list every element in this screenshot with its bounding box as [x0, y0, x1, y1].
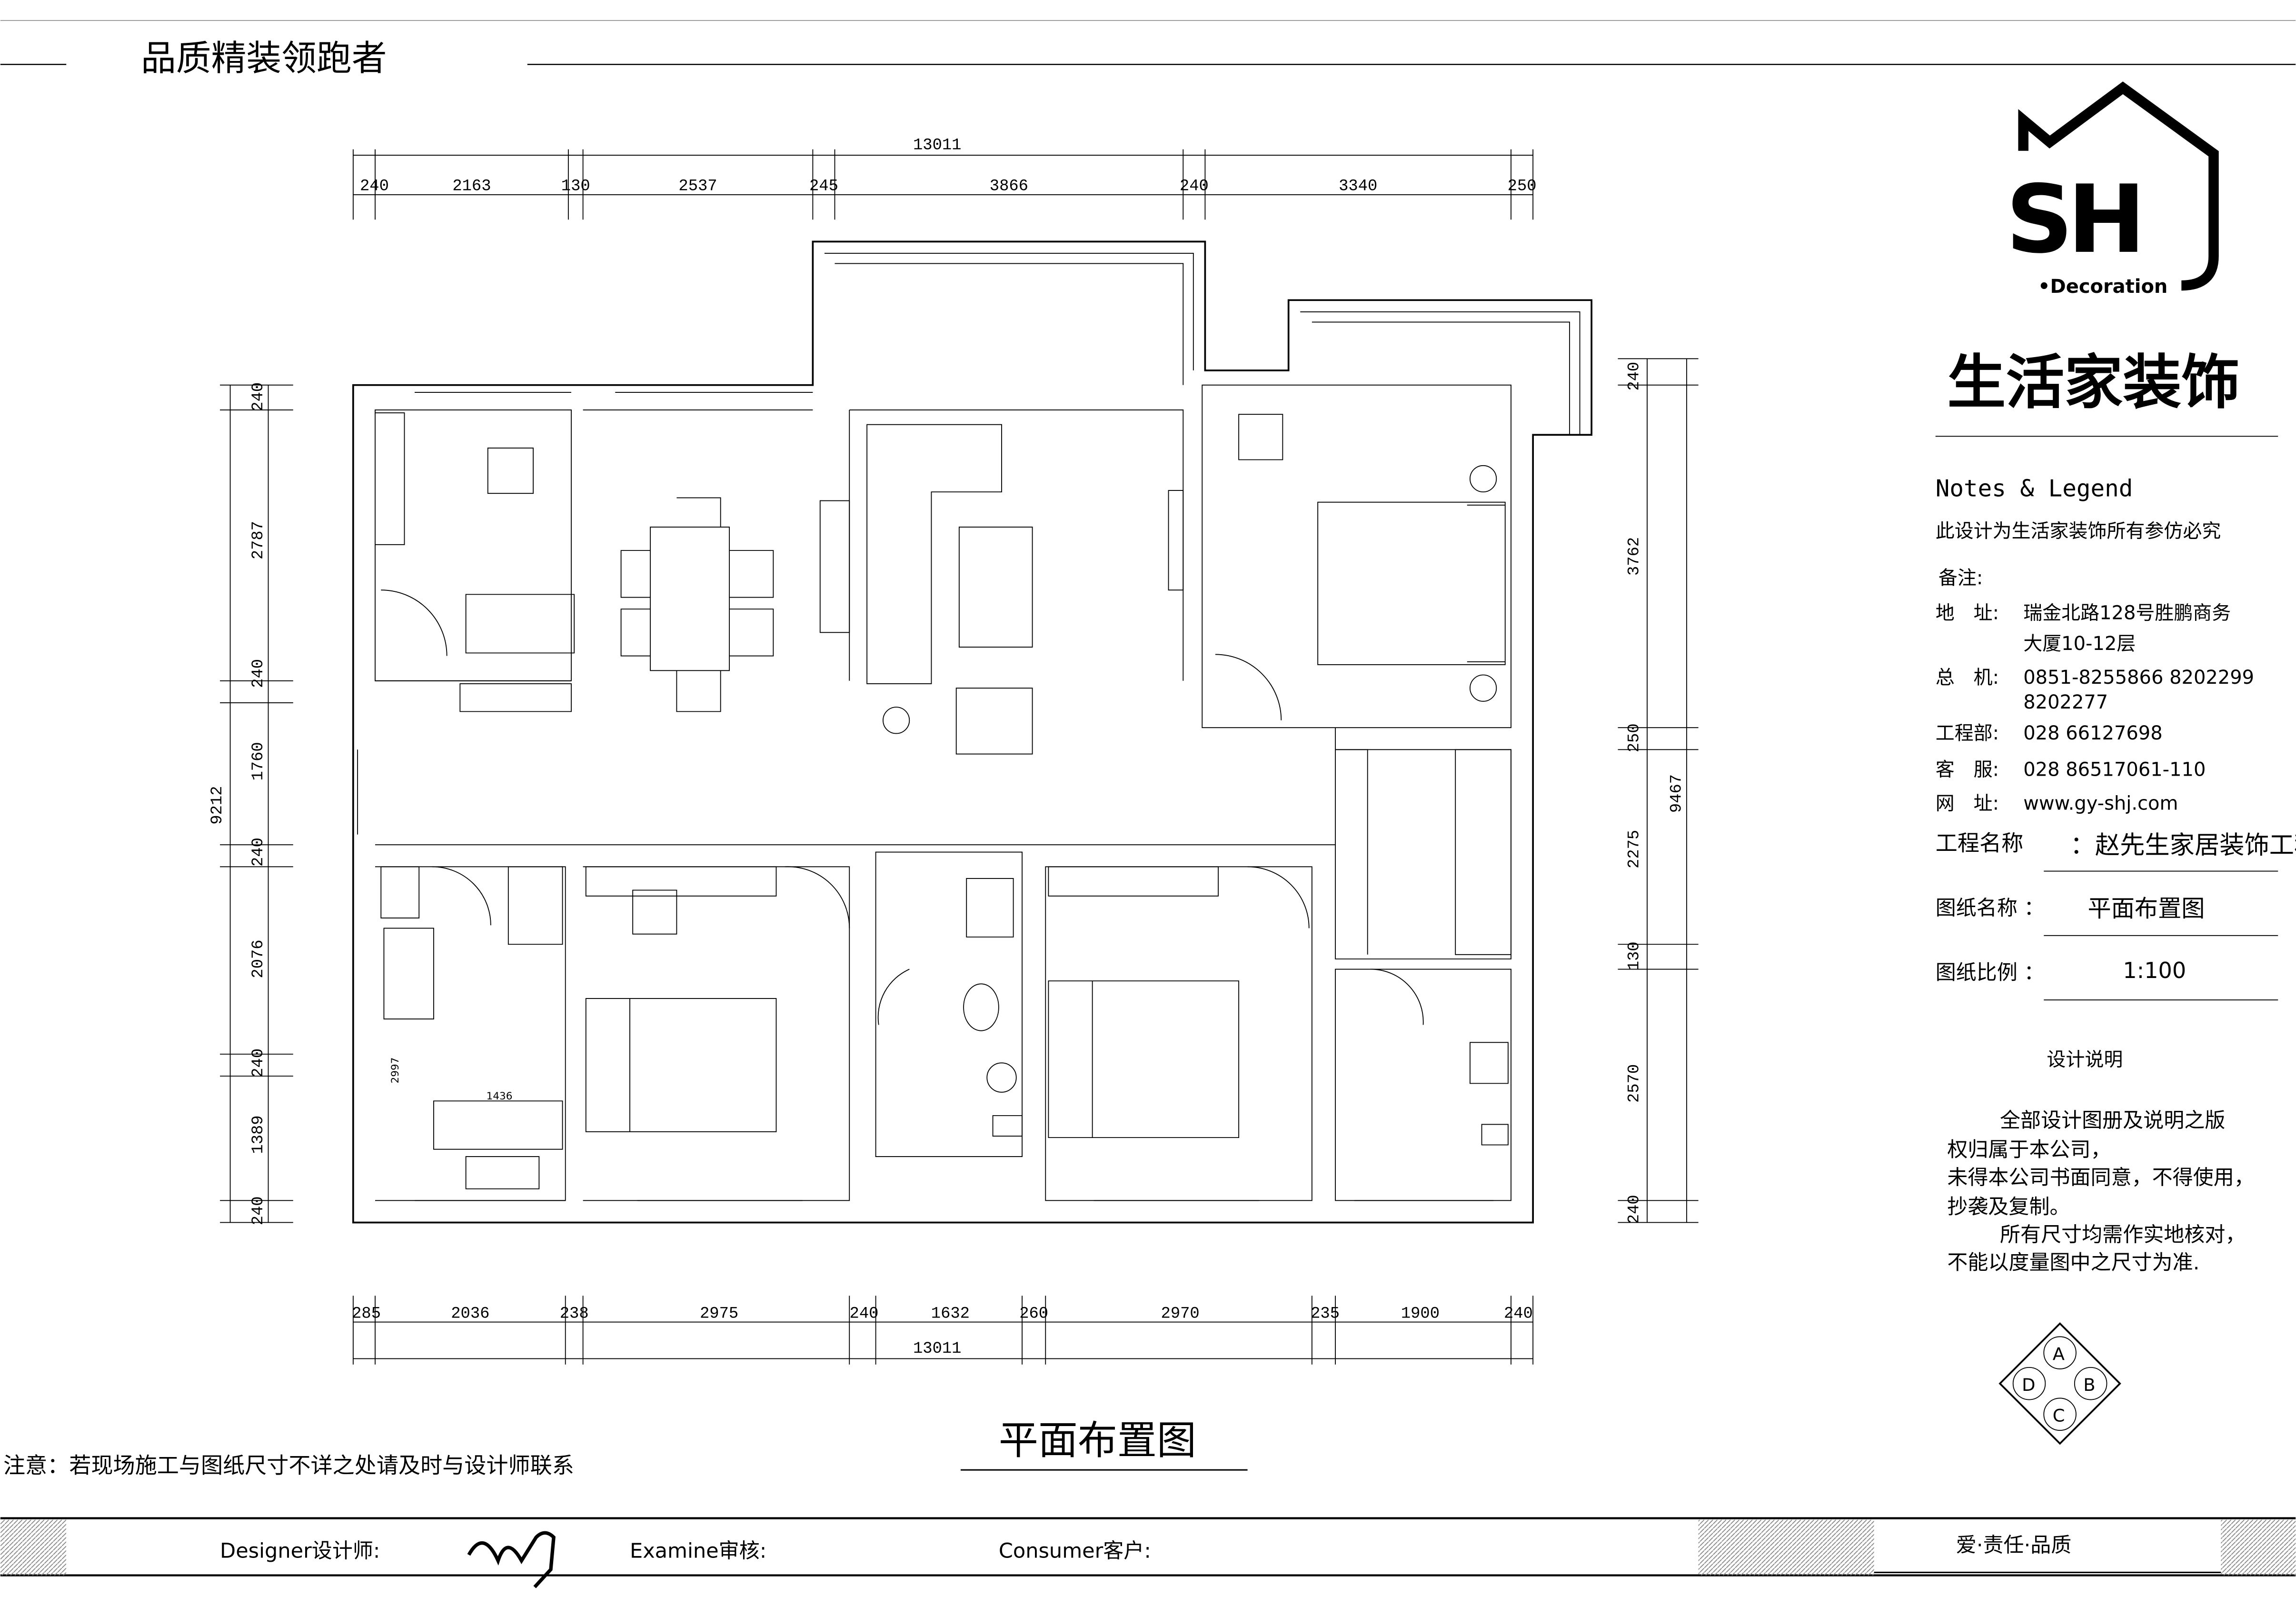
svg-text:工程名称: 工程名称 [1936, 830, 2023, 856]
svg-text:B: B [2083, 1375, 2095, 1395]
svg-text:www.gy-shj.com: www.gy-shj.com [2023, 792, 2178, 814]
dimension-label: 2076 [249, 939, 268, 978]
dimension-label: 240 [1504, 1305, 1533, 1323]
dimension-label: 285 [352, 1305, 381, 1323]
svg-text:地 址:: 地 址: [1936, 602, 1999, 624]
dimension-label: 240 [249, 382, 268, 411]
legend-panel: Notes & Legend 此设计为生活家装饰所有参仿必究 备注: 地 址: 瑞… [1936, 474, 2296, 1275]
slogan: 品质精装领跑者 [141, 39, 387, 79]
dimension-label: 1389 [249, 1115, 268, 1154]
dimension-label: 130 [1626, 941, 1644, 970]
dimension-label: 240 [1180, 178, 1209, 196]
brand-name: 生活家装饰 [1947, 349, 2240, 417]
dimension-label: 1760 [249, 742, 268, 780]
dimension-label: 240 [850, 1305, 879, 1323]
svg-text:所有尺寸均需作实地核对，: 所有尺寸均需作实地核对， [2000, 1223, 2246, 1247]
dimension-label: 2970 [1161, 1305, 1200, 1323]
dimension-label: 245 [809, 178, 838, 196]
dimension-label: 13011 [913, 137, 961, 155]
svg-text:C: C [2053, 1406, 2065, 1426]
plan-title: 平面布置图 [999, 1417, 1196, 1463]
svg-text:028 66127698: 028 66127698 [2023, 722, 2162, 744]
svg-text:设计说明: 设计说明 [2047, 1048, 2123, 1070]
svg-text:未得本公司书面同意，不得使用，: 未得本公司书面同意，不得使用， [1947, 1166, 2254, 1190]
svg-text:028 86517061-110: 028 86517061-110 [2023, 759, 2206, 781]
svg-text:•Decoration: •Decoration [2038, 276, 2167, 298]
dimension-label: 3340 [1339, 178, 1377, 196]
dimension-label: 9467 [1668, 774, 1686, 813]
svg-text:D: D [2022, 1375, 2035, 1395]
svg-text:客 服:: 客 服: [1936, 759, 1999, 781]
svg-text:总 机:: 总 机: [1936, 667, 1999, 689]
dimension-label: 2275 [1626, 830, 1644, 868]
dimension-label: 130 [561, 178, 590, 196]
svg-text:图纸名称 ：: 图纸名称 ： [1936, 897, 2045, 920]
dimension-label: 2787 [249, 521, 268, 559]
dimension-label: 13011 [913, 1340, 961, 1358]
dimension-label: 240 [249, 1048, 268, 1078]
dimension-label: 240 [249, 838, 268, 867]
svg-text:SH: SH [2006, 165, 2140, 274]
dimension-label: 238 [560, 1305, 589, 1323]
designer-label: Designer设计师: [220, 1539, 380, 1563]
dimension-label: 240 [249, 659, 268, 688]
svg-text:8202277: 8202277 [2023, 691, 2108, 713]
title-block: Designer设计师: Examine审核: Consumer客户: 爱·责任… [0, 1517, 2296, 1588]
designer-signature [467, 1531, 556, 1588]
dimension-label: 2975 [700, 1305, 738, 1323]
svg-text:抄袭及复制。: 抄袭及复制。 [1947, 1195, 2070, 1219]
svg-text:图纸比例 ：: 图纸比例 ： [1936, 961, 2045, 985]
dimension-label: 1632 [931, 1305, 970, 1323]
dimension-label: 2570 [1626, 1064, 1644, 1103]
dimension-label: 3866 [990, 178, 1028, 196]
consumer-label: Consumer客户: [999, 1539, 1151, 1563]
svg-text:0851-8255866 8202299: 0851-8255866 8202299 [2023, 667, 2254, 689]
dimension-label: 1900 [1401, 1305, 1440, 1323]
svg-text:权归属于本公司，: 权归属于本公司， [1947, 1138, 2111, 1162]
svg-text:平面布置图: 平面布置图 [2088, 895, 2205, 922]
dimension-label: 9212 [209, 786, 227, 825]
svg-text:网 址:: 网 址: [1936, 792, 1999, 814]
site-note: 注意：若现场施工与图纸尺寸不详之处请及时与设计师联系 [3, 1452, 574, 1478]
compass-icon: AB CD [1998, 1322, 2121, 1445]
svg-text:备注:: 备注: [1938, 567, 1983, 589]
svg-text:2997: 2997 [389, 1058, 401, 1084]
dimension-label: 240 [249, 1196, 268, 1225]
svg-text:此设计为生活家装饰所有参仿必究: 此设计为生活家装饰所有参仿必究 [1936, 520, 2221, 542]
dimension-label: 240 [360, 178, 389, 196]
dimension-label: 3762 [1626, 537, 1644, 576]
scale-value: 1:100 [2123, 958, 2186, 983]
motto: 爱·责任·品质 [1956, 1533, 2072, 1557]
shj-logo: SH •Decoration 生活家装饰 [1947, 81, 2240, 417]
dimension-label: 240 [1626, 1195, 1644, 1224]
dimension-label: 240 [1626, 362, 1644, 391]
dimension-label: 2036 [451, 1305, 489, 1323]
svg-text:不能以度量图中之尺寸为准.: 不能以度量图中之尺寸为准. [1947, 1251, 2199, 1275]
dimension-label: 235 [1311, 1305, 1340, 1323]
project-name: ：赵先生家居装饰工程 [2070, 831, 2296, 860]
svg-text:瑞金北路128号胜鹏商务: 瑞金北路128号胜鹏商务 [2023, 602, 2231, 624]
dimension-label: 2163 [452, 178, 491, 196]
dimension-label: 250 [1508, 178, 1537, 196]
legend-title: Notes & Legend [1936, 474, 2133, 502]
svg-text:1436: 1436 [487, 1090, 513, 1102]
dimension-label: 2537 [678, 178, 717, 196]
svg-text:全部设计图册及说明之版: 全部设计图册及说明之版 [2000, 1109, 2225, 1133]
examine-label: Examine审核: [630, 1539, 766, 1563]
svg-text:大厦10-12层: 大厦10-12层 [2023, 633, 2136, 655]
svg-text:A: A [2053, 1344, 2065, 1365]
svg-text:工程部:: 工程部: [1936, 722, 1999, 744]
dimension-label: 260 [1019, 1305, 1048, 1323]
dimension-label: 250 [1626, 723, 1644, 752]
